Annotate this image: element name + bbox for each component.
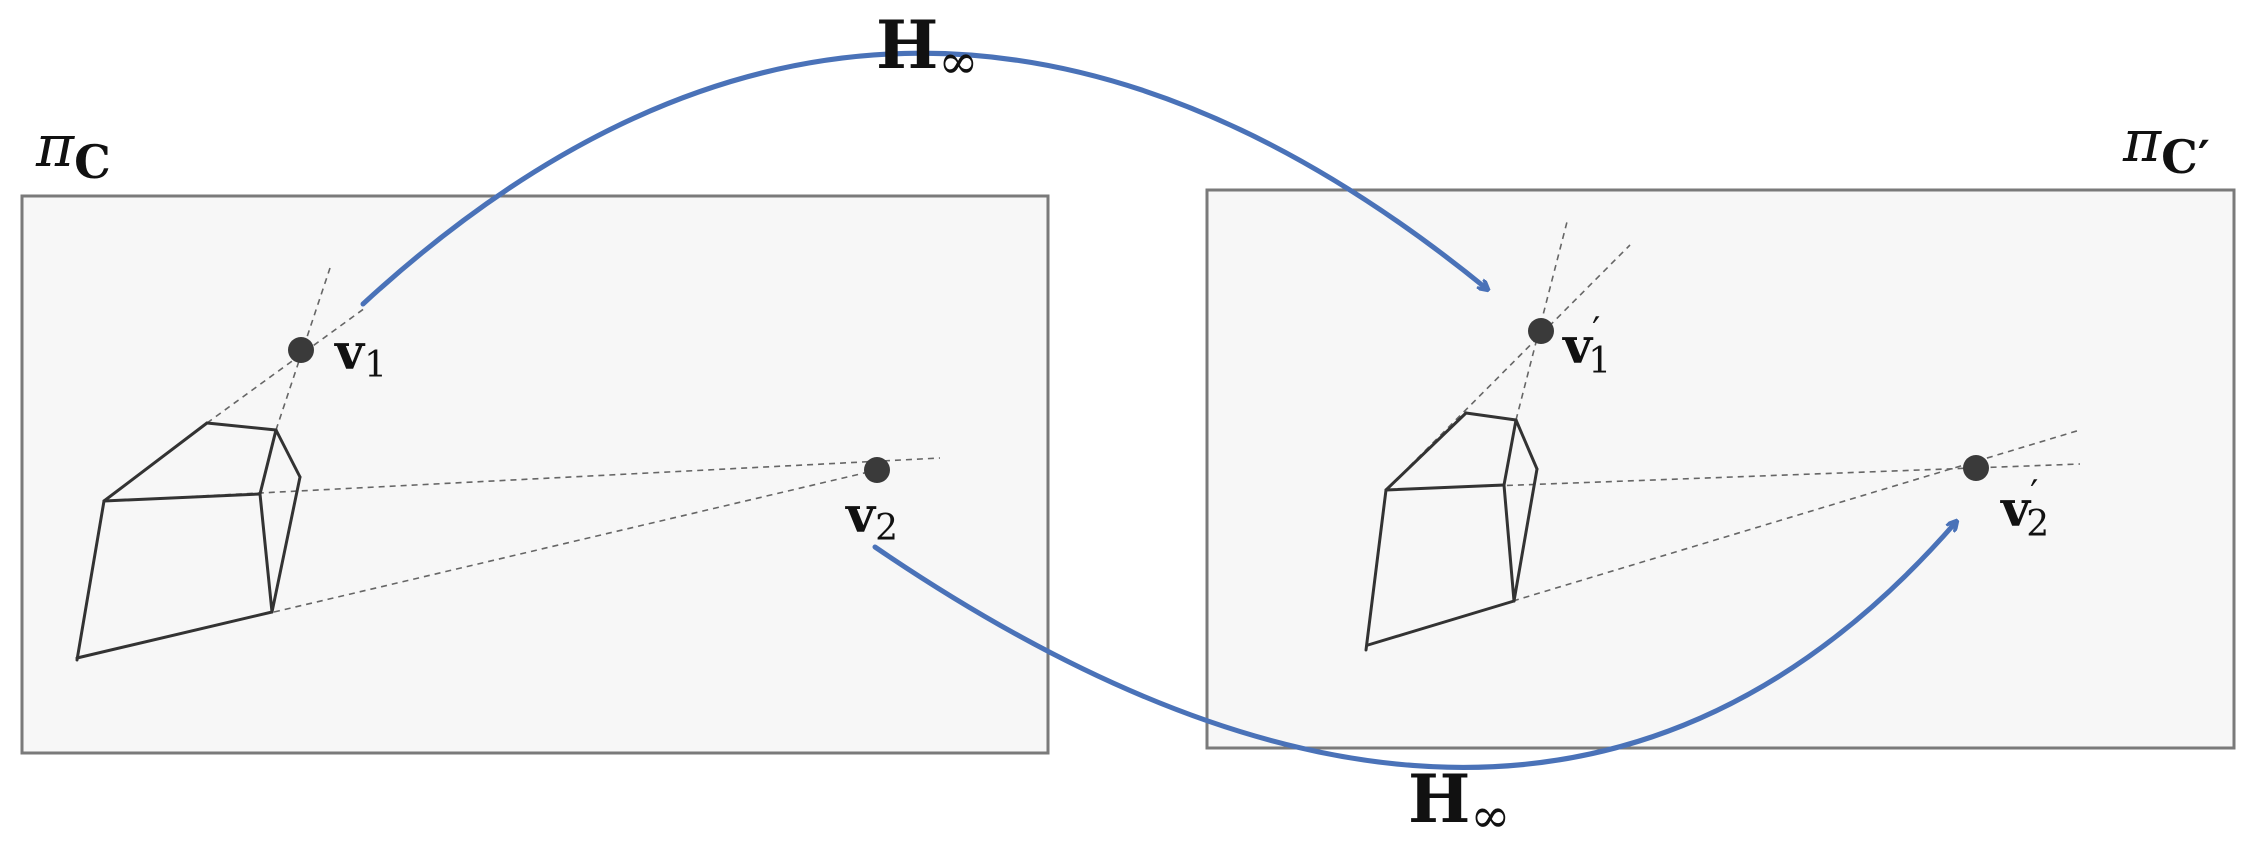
v2-label: v2 — [845, 485, 898, 549]
right-plane-label: πC′ — [2122, 107, 2210, 184]
left-dashed-construction-lines — [103, 267, 941, 613]
top-homography-arrow — [360, 50, 1487, 307]
right-house-wireframe — [1364, 411, 1539, 652]
left-image-plane: v1 v2 — [20, 194, 1050, 755]
v2-prime-point — [1963, 455, 1989, 481]
bottom-arrow-label: H∞ — [1408, 760, 1510, 844]
bottom-homography-arrow — [872, 522, 1956, 770]
v1-point — [288, 337, 314, 363]
left-plane-frame — [20, 194, 1050, 755]
left-plane-label: πC — [35, 112, 111, 189]
top-arrow-label: H∞ — [876, 6, 978, 90]
v2-prime-label: v′2 — [2000, 474, 2049, 545]
v1-label: v1 — [334, 322, 387, 386]
v1-prime-label: v′1 — [1562, 311, 1611, 382]
right-image-plane: v′1 v′2 — [1205, 188, 2236, 750]
right-plane-frame — [1205, 188, 2236, 750]
v2-point — [864, 457, 890, 483]
left-house-wireframe — [75, 421, 302, 662]
v1-prime-point — [1528, 318, 1554, 344]
